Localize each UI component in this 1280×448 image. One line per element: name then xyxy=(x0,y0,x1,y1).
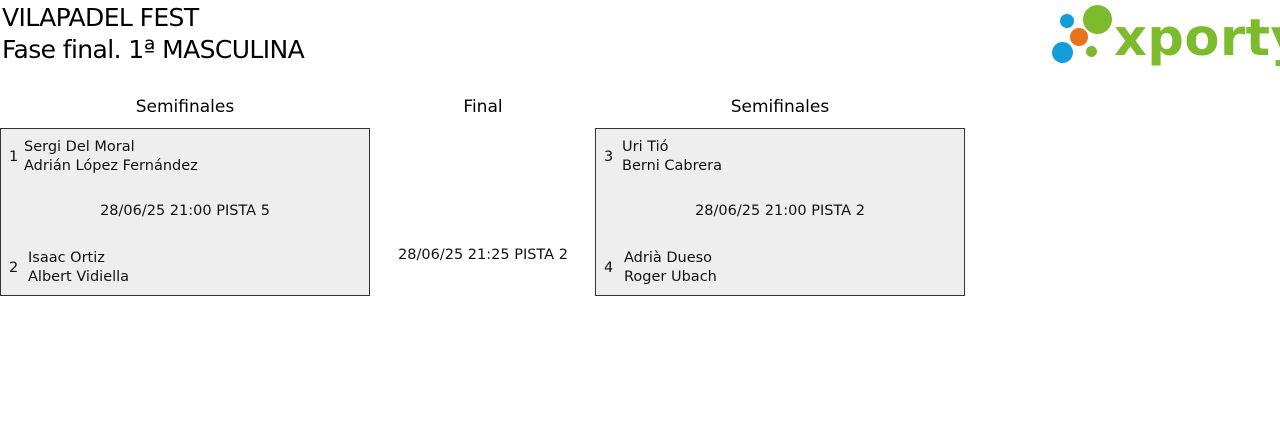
team-top: Sergi Del Moral Adrián López Fernández xyxy=(24,138,198,176)
match-schedule: 28/06/25 21:00 PISTA 2 xyxy=(695,203,865,219)
tournament-title: VILAPADEL FEST xyxy=(2,3,199,32)
match-schedule: 28/06/25 21:00 PISTA 5 xyxy=(100,203,270,219)
player-name: Uri Tió xyxy=(622,139,669,155)
player-name: Sergi Del Moral xyxy=(24,139,135,155)
logo-dot-icon xyxy=(1060,14,1074,28)
team-seed: 3 xyxy=(604,149,614,165)
player-name: Adrià Dueso xyxy=(624,250,713,266)
match-card-semifinal-right[interactable]: 3 Uri Tió Berni Cabrera 28/06/25 21:00 P… xyxy=(595,128,965,296)
team-seed: 2 xyxy=(9,260,19,276)
team-seed: 1 xyxy=(9,149,19,165)
team-bottom: Adrià Dueso Roger Ubach xyxy=(624,249,717,287)
final-match-schedule: 28/06/25 21:25 PISTA 2 xyxy=(398,247,568,263)
match-card-semifinal-left[interactable]: 1 Sergi Del Moral Adrián López Fernández… xyxy=(0,128,370,296)
logo-dot-icon xyxy=(1070,28,1088,46)
phase-title: Fase final. 1ª MASCULINA xyxy=(2,35,305,64)
player-name: Isaac Ortiz xyxy=(28,250,105,266)
player-name: Roger Ubach xyxy=(624,269,717,285)
header: VILAPADEL FEST Fase final. 1ª MASCULINA xyxy=(2,2,305,66)
xporty-logo[interactable]: xporty xyxy=(1050,4,1280,70)
logo-wordmark: xporty xyxy=(1114,9,1280,68)
logo-dot-icon xyxy=(1086,46,1097,57)
team-bottom: Isaac Ortiz Albert Vidiella xyxy=(28,249,129,287)
team-top: Uri Tió Berni Cabrera xyxy=(622,138,722,176)
heading-final: Final xyxy=(463,97,503,117)
logo-dot-icon xyxy=(1083,5,1112,34)
team-seed: 4 xyxy=(604,260,614,276)
player-name: Adrián López Fernández xyxy=(24,158,198,174)
player-name: Albert Vidiella xyxy=(28,269,130,285)
heading-semifinal-left: Semifinales xyxy=(135,97,235,117)
heading-semifinal-right: Semifinales xyxy=(730,97,830,117)
logo-dot-icon xyxy=(1052,42,1073,63)
player-name: Berni Cabrera xyxy=(622,158,723,174)
